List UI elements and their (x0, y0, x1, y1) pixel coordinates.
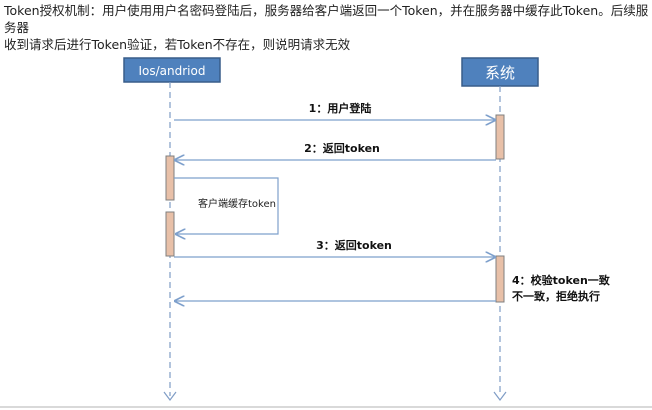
client-activation-1 (165, 155, 175, 201)
server-activation-1 (495, 114, 505, 160)
server-activation-2 (495, 255, 505, 303)
message-login-label: 1：用户登陆 (309, 101, 372, 115)
self-message-cache-arrow (174, 177, 279, 234)
client-lifeline-end-arrow (163, 391, 177, 401)
self-message-cache-label: 客户端缓存token (198, 197, 276, 210)
description-line-2: 收到请求后进行Token验证，若Token不存在，则说明请求无效 (4, 37, 351, 52)
server-actor-label: 系统 (485, 64, 515, 82)
client-actor-box (123, 57, 221, 83)
client-activation-2 (165, 211, 175, 257)
description-line-1: Token授权机制：用户使用用户名密码登陆后，服务器给客户端返回一个Token，… (4, 3, 649, 35)
bottom-divider (0, 406, 652, 408)
message-return-token-2-label: 3：返回token (316, 238, 392, 252)
server-lifeline-end-arrow (493, 391, 507, 401)
message-return-token-1-label: 2：返回token (304, 141, 380, 155)
server-verify-note-line-2: 不一致，拒绝执行 (512, 289, 600, 303)
server-verify-note-line-1: 4：校验token一致 (512, 273, 611, 287)
client-actor-label: Ios/andriod (139, 64, 206, 78)
description-text: Token授权机制：用户使用用户名密码登陆后，服务器给客户端返回一个Token，… (4, 2, 650, 53)
